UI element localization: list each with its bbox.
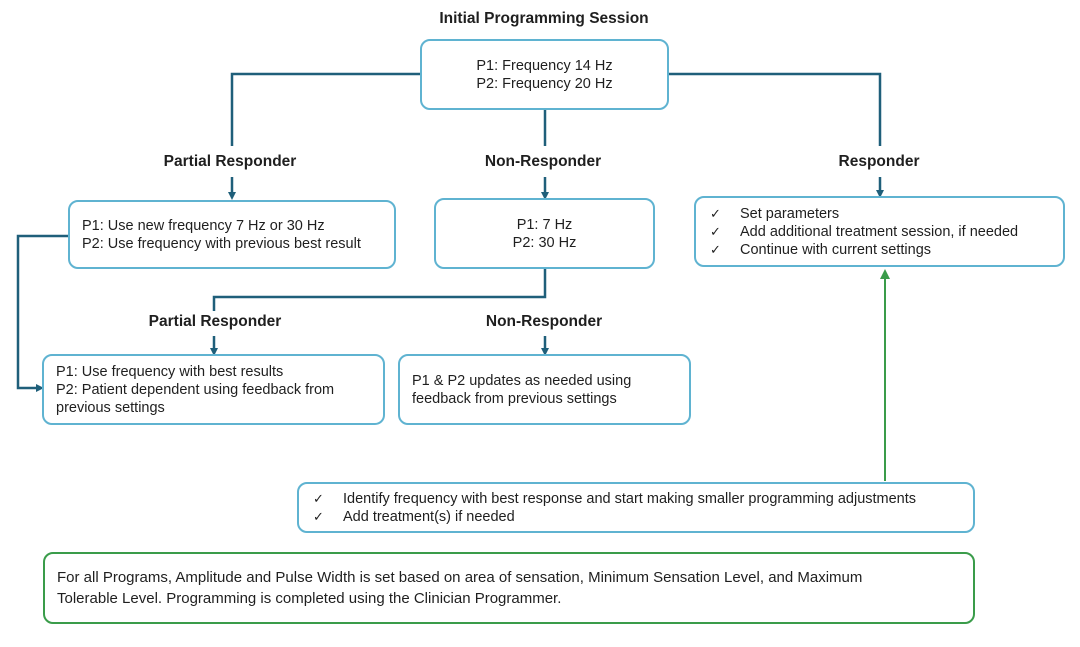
connector-initial-to-responder [668, 72, 882, 146]
responder-box: ✓ Set parameters ✓ Add additional treatm… [694, 196, 1065, 267]
non-responder-box: P1: 7 Hz P2: 30 Hz [434, 198, 655, 269]
footer-line-2: Tolerable Level. Programming is complete… [57, 590, 562, 607]
level2-partial-line-3: previous settings [56, 399, 165, 416]
connector-partial-loop [16, 234, 68, 392]
initial-line-p1: P1: Frequency 14 Hz [476, 57, 613, 74]
identify-frequency-box: ✓ Identify frequency with best response … [297, 482, 975, 533]
initial-line-p2: P2: Frequency 20 Hz [476, 75, 613, 92]
label-level2-partial-responder: Partial Responder [148, 313, 282, 330]
partial-responder-box: P1: Use new frequency 7 Hz or 30 Hz P2: … [68, 200, 396, 269]
label-responder: Responder [838, 153, 920, 170]
label-level2-non-responder: Non-Responder [485, 313, 603, 330]
non-line-p2: P2: 30 Hz [512, 234, 577, 251]
initial-session-box: P1: Frequency 14 Hz P2: Frequency 20 Hz [420, 39, 669, 110]
check-icon: ✓ [710, 223, 721, 239]
responder-item: ✓ Continue with current settings [710, 241, 932, 258]
check-icon: ✓ [710, 205, 721, 221]
label-non-responder: Non-Responder [484, 153, 602, 170]
identify-item: ✓ Identify frequency with best response … [313, 490, 917, 507]
partial-line-p2: P2: Use frequency with previous best res… [82, 235, 361, 252]
identify-item: ✓ Add treatment(s) if needed [313, 508, 515, 525]
level2-non-box: P1 & P2 updates as needed using feedback… [398, 354, 691, 425]
connector-initial-to-partial [230, 72, 420, 146]
level2-non-line-1: P1 & P2 updates as needed using [412, 372, 632, 389]
diagram-title: Initial Programming Session [439, 10, 649, 27]
level2-partial-line-2: P2: Patient dependent using feedback fro… [56, 381, 335, 398]
check-icon: ✓ [710, 241, 721, 257]
check-icon: ✓ [313, 508, 324, 524]
footer-line-1: For all Programs, Amplitude and Pulse Wi… [57, 569, 863, 586]
partial-line-p1: P1: Use new frequency 7 Hz or 30 Hz [82, 217, 325, 234]
level2-non-line-2: feedback from previous settings [412, 390, 617, 407]
level2-partial-box: P1: Use frequency with best results P2: … [42, 354, 385, 425]
footer-note-box: For all Programs, Amplitude and Pulse Wi… [43, 552, 975, 624]
connector-non-to-level2 [212, 268, 547, 311]
responder-item: ✓ Set parameters [710, 205, 840, 222]
check-icon: ✓ [313, 490, 324, 506]
level2-partial-line-1: P1: Use frequency with best results [56, 363, 284, 380]
label-partial-responder: Partial Responder [163, 153, 297, 170]
responder-item: ✓ Add additional treatment session, if n… [710, 223, 1019, 240]
non-line-p1: P1: 7 Hz [516, 216, 573, 233]
